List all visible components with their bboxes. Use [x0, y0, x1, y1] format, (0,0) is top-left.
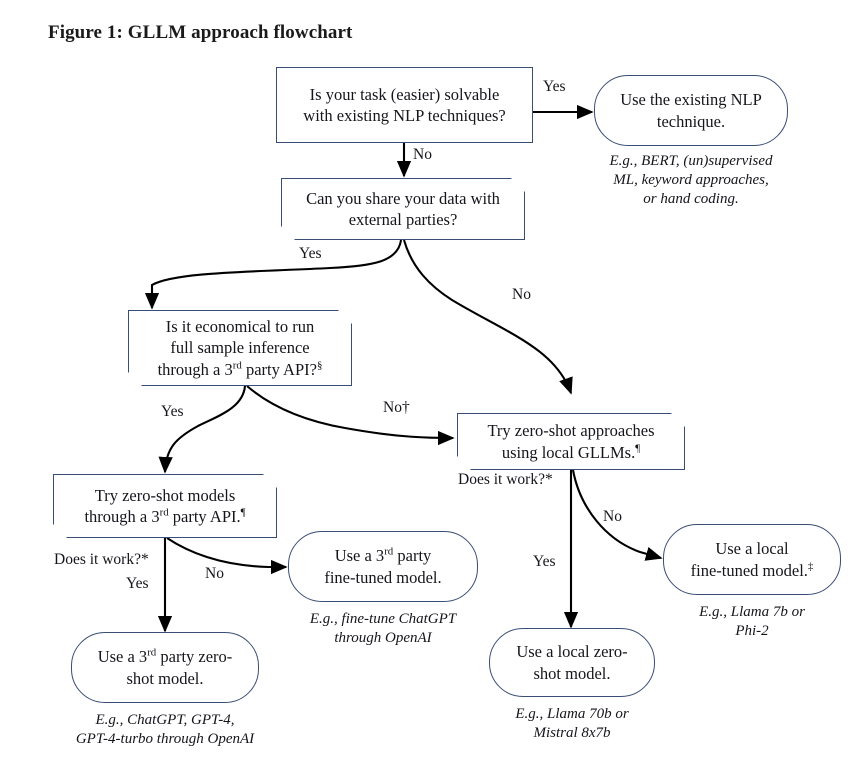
node-text: Use a 3rd party fine-tuned model.	[316, 545, 449, 588]
edge-label-local-no: No	[603, 508, 622, 525]
caption-line-1: E.g., fine-tune ChatGPT	[309, 611, 457, 627]
caption-line-2: GPT-4-turbo through OpenAI	[75, 731, 255, 748]
node-line-2: external parties?	[348, 210, 458, 229]
node-text: Use a 3rd party zero- shot model.	[90, 646, 241, 689]
node-text: Try zero-shot approaches using local GLL…	[479, 420, 662, 463]
caption-line-1: E.g., ChatGPT, GPT-4,	[95, 712, 235, 728]
edge-local-no	[571, 469, 663, 561]
node-line-1: Use the existing NLP	[620, 90, 762, 110]
node-use-local-finetuned[interactable]: Use a local fine-tuned model.‡	[663, 524, 841, 595]
node-try-third-party[interactable]: Try zero-shot models through a 3rd party…	[53, 474, 277, 538]
caption-line-2: Phi-2	[735, 623, 769, 640]
node-question-economical[interactable]: Is it economical to run full sample infe…	[128, 310, 352, 386]
edge-label-party-does-it-work: Does it work?*	[54, 551, 149, 568]
node-line-1: Is your task (easier) solvable	[309, 84, 500, 104]
node-line-1: Use a local zero-	[516, 642, 628, 662]
edge-label-party-no: No	[205, 565, 224, 582]
caption-use-existing-nlp: E.g., BERT, (un)supervised ML, keyword a…	[594, 152, 788, 210]
node-line-2: fine-tuned model.	[324, 567, 442, 587]
page-title: Figure 1: GLLM approach flowchart	[48, 22, 353, 43]
edge-label-share-data-no: No	[512, 286, 531, 303]
caption-line-1: E.g., BERT, (un)supervised	[609, 153, 773, 169]
edge-label-economical-no: No†	[383, 399, 410, 416]
node-text: Is it economical to run full sample infe…	[150, 316, 331, 380]
caption-use-local-finetuned: E.g., Llama 7b or Phi-2	[663, 603, 841, 641]
footnote-marker-doubledagger: ‡	[807, 560, 814, 572]
node-text: Use a local fine-tuned model.‡	[683, 538, 822, 581]
node-text: Use the existing NLP technique.	[612, 89, 770, 132]
ordinal-suffix: rd	[147, 646, 157, 659]
caption-line-2: ML, keyword approaches,	[613, 172, 769, 189]
caption-line-3: or hand coding.	[643, 191, 739, 208]
node-line-3-b: party API?	[241, 359, 317, 379]
footnote-marker-pilcrow: ¶	[240, 506, 246, 519]
node-line-2: shot model.	[126, 668, 204, 688]
node-line-1-a: Use a 3	[334, 546, 385, 566]
node-text: Is your task (easier) solvable with exis…	[295, 84, 513, 127]
footnote-marker-pilcrow: ¶	[635, 442, 641, 454]
edge-share-data-no	[402, 239, 573, 395]
node-line-1: Try zero-shot approaches	[487, 421, 655, 441]
ordinal-suffix: rd	[384, 545, 394, 558]
edge-share-data-yes	[144, 239, 403, 310]
edge-label-existing-nlp-yes: Yes	[543, 78, 566, 95]
node-use-third-party-zeroshot[interactable]: Use a 3rd party zero- shot model.	[71, 632, 259, 703]
edge-party-no	[166, 537, 288, 575]
node-use-local-zeroshot[interactable]: Use a local zero- shot model.	[489, 628, 655, 697]
node-question-existing-nlp[interactable]: Is your task (easier) solvable with exis…	[276, 67, 533, 143]
node-text: Can you share your data with external pa…	[298, 188, 508, 231]
node-line-1: Use a local	[715, 539, 789, 559]
caption-line-1: E.g., Llama 7b or	[699, 604, 805, 620]
caption-use-third-party-zeroshot: E.g., ChatGPT, GPT-4, GPT-4-turbo throug…	[55, 711, 275, 749]
edge-label-economical-yes: Yes	[161, 403, 184, 420]
caption-line-2: through OpenAI	[334, 630, 432, 647]
caption-line-2: Mistral 8x7b	[533, 725, 611, 742]
edge-label-existing-nlp-no: No	[413, 146, 432, 163]
node-line-2-a: fine-tuned model.	[690, 560, 808, 580]
node-line-1-a: Use a 3	[97, 647, 148, 667]
node-line-3-a: through a 3	[157, 359, 233, 379]
node-use-third-party-finetuned[interactable]: Use a 3rd party fine-tuned model.	[288, 531, 478, 602]
ordinal-suffix: rd	[159, 506, 169, 519]
footnote-marker-section: §	[316, 359, 323, 372]
edge-label-share-data-yes: Yes	[299, 245, 322, 262]
node-use-existing-nlp[interactable]: Use the existing NLP technique.	[594, 75, 788, 146]
ordinal-suffix: rd	[232, 359, 242, 372]
node-line-2: full sample inference	[170, 338, 310, 358]
node-line-1: Can you share your data with	[306, 188, 500, 208]
node-line-2-b: party API.	[168, 507, 241, 526]
node-line-2: technique.	[656, 111, 726, 131]
edge-economical-yes	[158, 385, 247, 474]
caption-use-local-zeroshot: E.g., Llama 70b or Mistral 8x7b	[482, 705, 662, 743]
node-line-2-a: using local GLLMs.	[501, 442, 636, 462]
node-line-1-b: party	[393, 546, 432, 566]
node-line-2: shot model.	[533, 663, 611, 683]
edge-label-party-yes: Yes	[126, 575, 149, 592]
caption-use-third-party-finetuned: E.g., fine-tune ChatGPT through OpenAI	[283, 610, 483, 648]
node-line-2-a: through a 3	[84, 507, 160, 526]
node-text: Try zero-shot models through a 3rd party…	[76, 485, 253, 528]
node-line-2: with existing NLP techniques?	[303, 106, 506, 125]
node-line-1: Is it economical to run	[165, 316, 315, 336]
node-line-1-b: party zero-	[156, 647, 233, 667]
node-question-share-data[interactable]: Can you share your data with external pa…	[281, 178, 525, 240]
edge-label-local-does-it-work: Does it work?*	[458, 471, 553, 488]
edge-label-local-yes: Yes	[533, 553, 556, 570]
node-line-1: Try zero-shot models	[94, 485, 236, 505]
edge-economical-no	[246, 385, 455, 446]
node-text: Use a local zero- shot model.	[508, 641, 635, 684]
node-try-local-gllm[interactable]: Try zero-shot approaches using local GLL…	[457, 413, 685, 470]
caption-line-1: E.g., Llama 70b or	[515, 706, 629, 722]
